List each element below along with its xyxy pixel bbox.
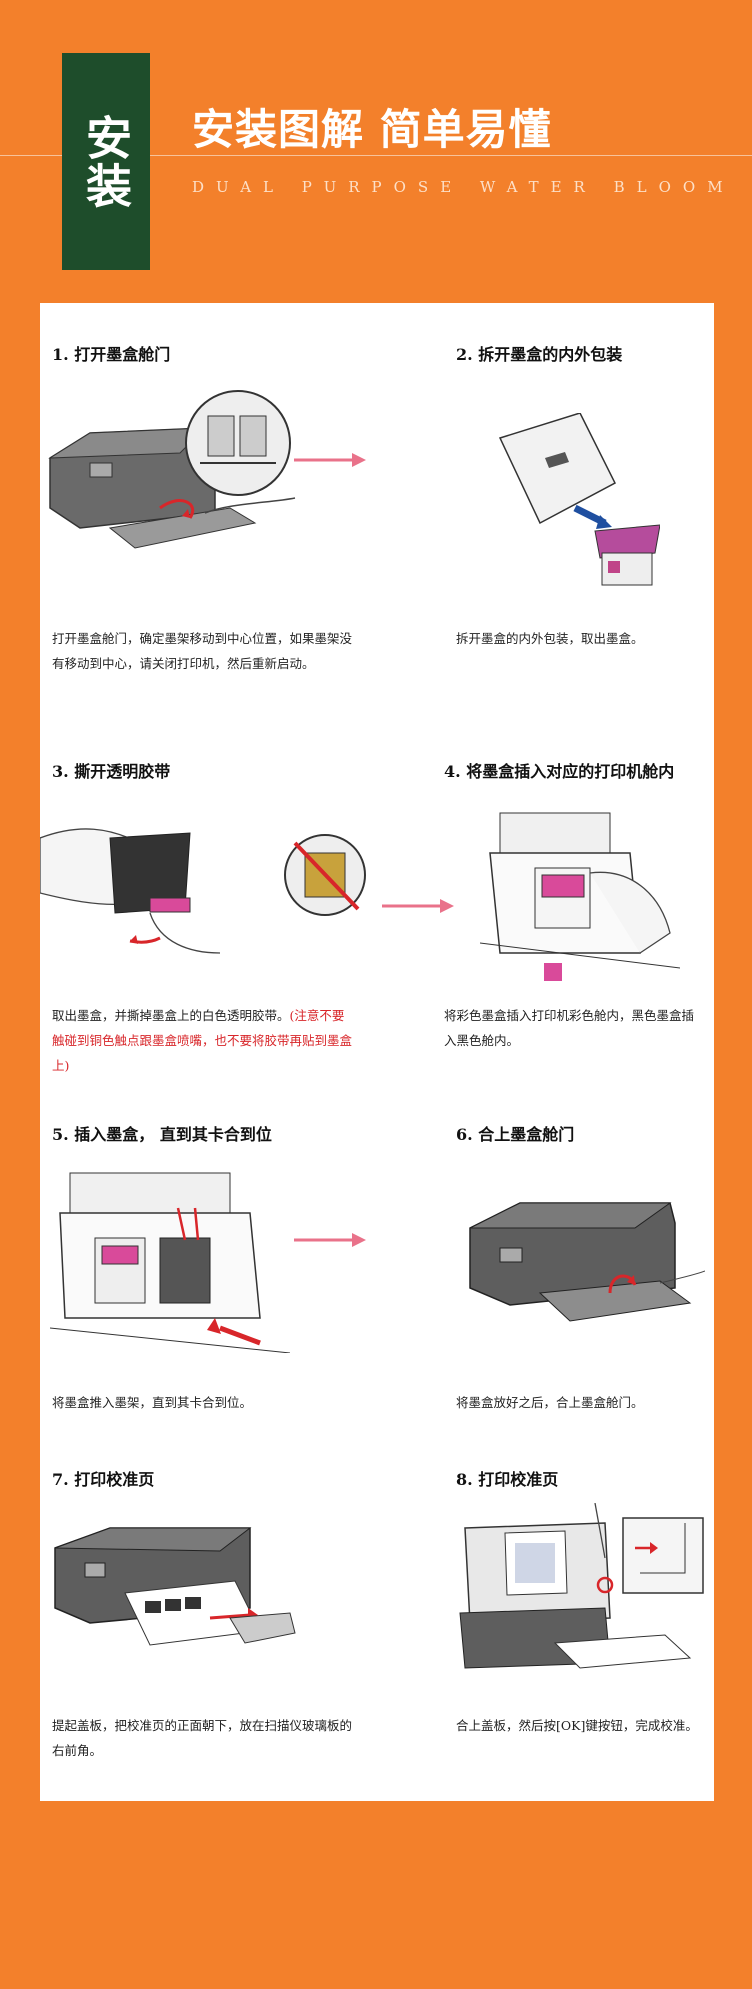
step-4-title: 4. 将墨盒插入对应的打印机舱内 (444, 762, 675, 781)
step-8-description: 合上盖板，然后按[OK]键按钮，完成校准。 (456, 1718, 698, 1733)
badge-text: 安装 (79, 113, 133, 210)
step-1-title: 1. 打开墨盒舱门 (52, 345, 171, 364)
arrow-icon (382, 899, 454, 913)
step-3-warning: (注意不要触碰到铜色触点跟墨盒喷嘴，也不要将胶带再贴到墨盒上) (52, 1008, 353, 1073)
step-2-description: 拆开墨盒的内外包装，取出墨盒。 (456, 631, 644, 646)
page-title: 安装图解 简单易懂 (192, 105, 552, 154)
header-divider-line (0, 155, 752, 156)
step-6-close-door-illustration (469, 1202, 705, 1322)
step-5-title: 5. 插入墨盒， 直到其卡合到位 (52, 1125, 272, 1144)
step-1-description: 打开墨盒舱门，确定墨架移动到中心位置，如果墨架没有移动到中心，请关闭打印机，然后… (52, 631, 353, 671)
step-3-remove-tape-illustration (40, 828, 366, 954)
step-1-printer-open-illustration (48, 390, 296, 549)
step-4-description: 将彩色墨盒插入打印机彩色舱内，黑色墨盒插入黑色舱内。 (444, 1008, 695, 1048)
step-7-title: 7. 打印校准页 (52, 1470, 155, 1489)
page-subtitle: DUAL PURPOSE WATER BLOOM (192, 178, 735, 196)
step-6-title: 6. 合上墨盒舱门 (456, 1125, 575, 1144)
step-8-scanner-calibration-illustration (459, 1503, 704, 1669)
arrow-icon (294, 1233, 366, 1247)
step-8-title: 8. 打印校准页 (456, 1470, 559, 1489)
step-5-seat-cartridge-illustration (50, 1172, 290, 1353)
step-2-unpack-cartridge-illustration (498, 413, 660, 586)
arrow-icon (294, 453, 366, 467)
step-3-description: 取出墨盒，并撕掉墨盒上的白色透明胶带。(注意不要触碰到铜色触点跟墨盒喷嘴，也不要… (52, 1003, 352, 1078)
step-4-insert-cartridge-illustration (480, 812, 680, 981)
step-5-description: 将墨盒推入墨架，直到其卡合到位。 (52, 1395, 253, 1410)
step-7-description: 提起盖板，把校准页的正面朝下，放在扫描仪玻璃板的右前角。 (52, 1718, 353, 1758)
badge: 安装 (62, 53, 150, 270)
step-2-title: 2. 拆开墨盒的内外包装 (456, 345, 623, 364)
step-3-text: 取出墨盒，并撕掉墨盒上的白色透明胶带。 (52, 1008, 290, 1023)
step-3-title: 3. 撕开透明胶带 (52, 762, 171, 781)
step-6-description: 将墨盒放好之后，合上墨盒舱门。 (456, 1395, 644, 1410)
step-7-printer-alignment-page-illustration (54, 1527, 296, 1646)
instruction-panel: 1. 打开墨盒舱门 打开墨盒舱门，确定墨架移动到中心位置，如果墨架没有移动到中心… (40, 303, 714, 1801)
